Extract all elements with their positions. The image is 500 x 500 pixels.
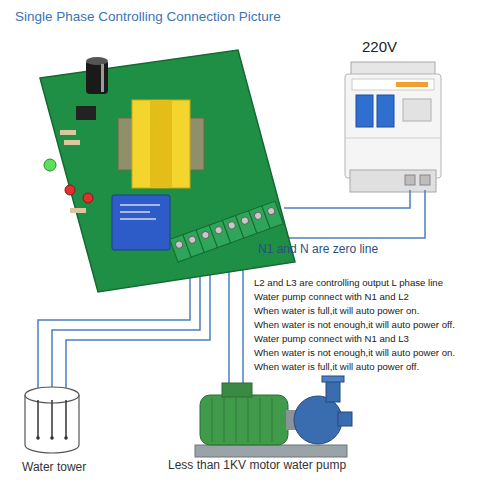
diagram-title: Single Phase Controlling Connection Pict… (15, 9, 281, 25)
motor-body (200, 395, 288, 445)
motor-fin (260, 398, 261, 442)
terminal-screw (240, 216, 249, 225)
transformer-bobbin (132, 100, 190, 188)
pump-flange (322, 376, 344, 382)
wiring-note: Water pump connect with N1 and L2 (254, 291, 409, 302)
wiring-note: When water is full,it will auto power on… (254, 305, 419, 316)
node-label: Water tower (22, 461, 95, 475)
transformer-winding (150, 100, 172, 188)
breaker-body (345, 74, 441, 178)
capacitor-top (86, 57, 108, 65)
node-label: 220V (362, 38, 445, 55)
probe-tip (50, 436, 54, 440)
terminal-screw (201, 231, 210, 240)
terminal-screw (227, 221, 236, 230)
relay-marking (120, 211, 150, 213)
ic-chip (76, 106, 96, 120)
pump-inlet (338, 412, 352, 426)
terminal-screw (175, 240, 184, 249)
terminal-screw (405, 175, 415, 185)
breaker-test-button (403, 99, 431, 121)
level-probe (37, 400, 39, 437)
node-label: Less than 1KV motor water pump (168, 459, 360, 473)
neutral-wire (289, 190, 425, 238)
pump-outlet (326, 380, 340, 402)
output-note: L2 and L3 are controlling output L phase… (254, 277, 443, 288)
pump-base (195, 445, 347, 457)
probe-tip (64, 436, 68, 440)
circuit-breaker: 220V (345, 38, 445, 193)
water-pump: Less than 1KV motor water pump (165, 375, 360, 475)
level-probe (65, 400, 67, 437)
pump-housing (294, 396, 342, 444)
breaker-toggle (356, 95, 373, 127)
breaker-divider (345, 138, 441, 139)
probe-tip (36, 436, 40, 440)
breaker-label-mark (396, 82, 428, 87)
relay-marking (120, 204, 160, 206)
water-tower: Water tower (15, 385, 95, 477)
terminal-screw (214, 226, 223, 235)
level-probe (51, 400, 53, 437)
resistor (64, 140, 80, 145)
capacitor-stripe (101, 64, 104, 92)
wiring-note: When water is full,it will auto power of… (254, 361, 419, 372)
zero-line-note: N1 and N are zero line (258, 243, 378, 257)
relay (112, 195, 170, 250)
resistor (70, 208, 86, 213)
led-red (83, 193, 93, 203)
relay-marking (120, 218, 156, 220)
breaker-bottom-terminal (350, 170, 436, 192)
terminal-screw (267, 207, 276, 216)
breaker-toggle (377, 95, 394, 127)
terminal-screw (188, 235, 197, 244)
motor-terminal-box (222, 383, 252, 397)
wiring-note: When water is not enough,it will auto po… (254, 319, 455, 330)
resistor (60, 130, 76, 135)
breaker-label-strip (352, 79, 434, 90)
motor-fin (248, 398, 249, 442)
terminal-screw (420, 175, 430, 185)
led-green (44, 159, 56, 171)
motor-fin (224, 398, 225, 442)
terminal-screw (254, 211, 263, 220)
wiring-note: Water pump connect with N1 and L3 (254, 333, 409, 344)
capacitor (86, 60, 108, 94)
pump-wire (228, 254, 230, 385)
motor-fin (236, 398, 237, 442)
wiring-note: When water is not enough,it will auto po… (254, 347, 455, 358)
motor-fin (272, 398, 273, 442)
terminal-block (262, 201, 283, 228)
led-red (65, 185, 75, 195)
pcb-board (40, 50, 295, 292)
supply-wire (284, 190, 410, 208)
tower-body (25, 395, 79, 453)
motor-fin (212, 398, 213, 442)
